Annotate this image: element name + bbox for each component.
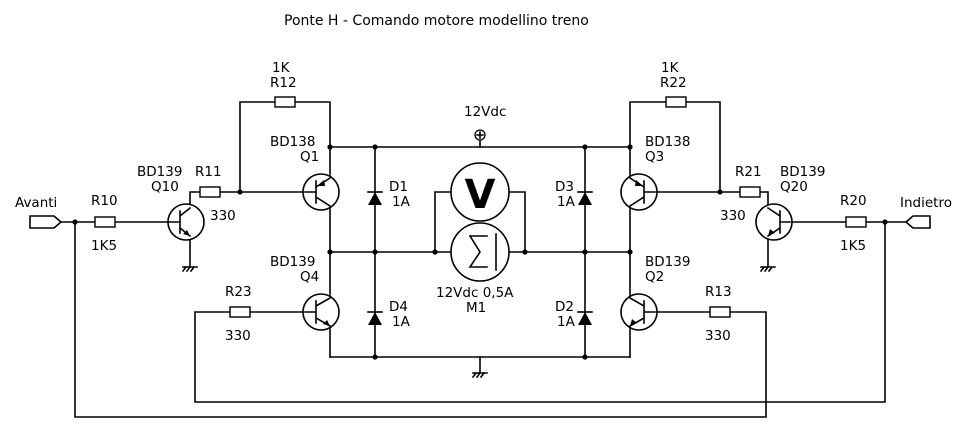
transistor-q1: BD138 Q1 xyxy=(270,134,340,211)
diode-d4: D4 1A xyxy=(367,299,411,330)
r13-ref: R13 xyxy=(705,284,732,300)
motor-value: 12Vdc 0,5A xyxy=(436,285,514,301)
q1-part: BD138 xyxy=(270,134,315,150)
r13-value: 330 xyxy=(705,328,731,344)
resistor-r10: R10 1K5 xyxy=(91,193,118,254)
motor-m1: 12Vdc 0,5A M1 xyxy=(436,222,514,316)
resistor-r22: R22 1K xyxy=(660,60,687,108)
r22-ref: R22 xyxy=(660,75,687,91)
transistor-q20: BD139 Q20 xyxy=(755,164,825,241)
diagram-title: Ponte H - Comando motore modellino treno xyxy=(284,13,589,29)
r20-value: 1K5 xyxy=(840,238,866,254)
ground-symbols xyxy=(181,265,776,379)
supply-label: 12Vdc xyxy=(464,104,506,120)
d2-value: 1A xyxy=(557,314,576,330)
resistor-r21: R21 330 xyxy=(720,164,762,224)
supply-12v: 12Vdc xyxy=(464,104,506,141)
q2-ref: Q2 xyxy=(645,269,664,285)
r11-value: 330 xyxy=(210,208,236,224)
d2-ref: D2 xyxy=(555,299,574,315)
d1-ref: D1 xyxy=(389,179,408,195)
q20-part: BD139 xyxy=(780,164,825,180)
q2-part: BD139 xyxy=(645,254,690,270)
q20-ref: Q20 xyxy=(780,179,808,195)
q3-part: BD138 xyxy=(645,134,690,150)
q1-ref: Q1 xyxy=(300,149,319,165)
r10-ref: R10 xyxy=(91,193,118,209)
q4-ref: Q4 xyxy=(300,269,319,285)
ground-icon xyxy=(759,265,776,273)
voltmeter: V xyxy=(450,162,510,222)
motor-ref: M1 xyxy=(466,300,486,316)
resistor-r11: R11 330 xyxy=(195,164,236,224)
r21-value: 330 xyxy=(720,208,746,224)
r22-value: 1K xyxy=(661,60,680,76)
port-indietro-label: Indietro xyxy=(900,195,952,211)
d1-value: 1A xyxy=(392,194,411,210)
r10-value: 1K5 xyxy=(91,238,117,254)
r23-value: 330 xyxy=(225,328,251,344)
r11-ref: R11 xyxy=(195,164,222,180)
q10-part: BD139 xyxy=(137,164,182,180)
ground-icon xyxy=(471,371,488,379)
d3-value: 1A xyxy=(557,194,576,210)
port-indietro: Indietro xyxy=(900,195,952,229)
resistor-r23: R23 330 xyxy=(225,284,252,344)
d4-ref: D4 xyxy=(389,299,408,315)
r12-ref: R12 xyxy=(270,75,297,91)
transistor-q2: BD139 Q2 xyxy=(620,254,690,331)
transistor-q10: BD139 Q10 xyxy=(137,164,205,241)
diode-d2: D2 1A xyxy=(555,299,593,330)
voltmeter-glyph: V xyxy=(465,172,496,218)
q3-ref: Q3 xyxy=(645,149,664,165)
r20-ref: R20 xyxy=(840,193,867,209)
r23-ref: R23 xyxy=(225,284,252,300)
port-avanti-label: Avanti xyxy=(15,195,57,211)
diode-d3: D3 1A xyxy=(555,179,593,210)
resistor-r13: R13 330 xyxy=(705,284,732,344)
q10-ref: Q10 xyxy=(151,179,179,195)
q4-part: BD139 xyxy=(270,254,315,270)
port-avanti: Avanti xyxy=(15,195,63,229)
junctions xyxy=(72,144,888,360)
diode-d1: D1 1A xyxy=(367,179,411,210)
d3-ref: D3 xyxy=(555,179,574,195)
resistor-r12: R12 1K xyxy=(270,60,297,108)
r21-ref: R21 xyxy=(735,164,762,180)
r12-value: 1K xyxy=(272,60,291,76)
transistor-q3: BD138 Q3 xyxy=(620,134,690,211)
d4-value: 1A xyxy=(392,314,411,330)
resistor-r20: R20 1K5 xyxy=(840,193,867,254)
ground-icon xyxy=(181,265,198,273)
transistor-q4: BD139 Q4 xyxy=(270,254,340,331)
